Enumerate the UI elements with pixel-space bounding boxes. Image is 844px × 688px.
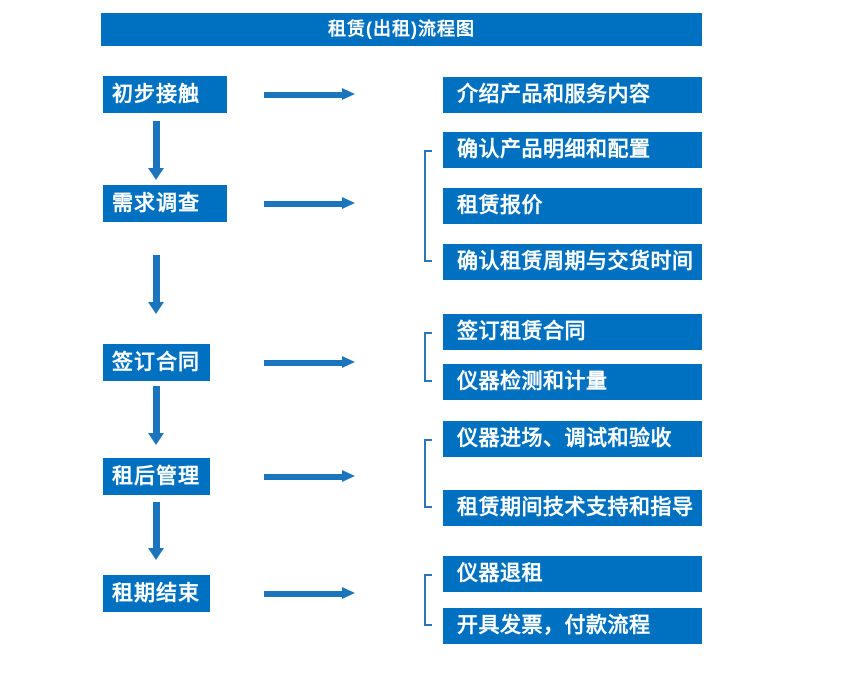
arrow-shaft	[264, 473, 342, 480]
detail-box: 介绍产品和服务内容	[443, 77, 702, 113]
stage-box-demand-survey: 需求调查	[103, 185, 227, 222]
right-arrow-icon	[264, 587, 355, 600]
arrow-head	[148, 168, 164, 180]
detail-box: 确认租赁周期与交货时间	[443, 244, 702, 280]
right-arrow-icon	[264, 356, 355, 369]
arrow-shaft	[264, 590, 342, 597]
arrow-shaft	[264, 200, 342, 207]
arrow-shaft	[152, 502, 160, 548]
detail-box: 租赁期间技术支持和指导	[443, 490, 702, 526]
group-bracket	[424, 150, 432, 262]
arrow-shaft	[264, 359, 342, 366]
stage-box-initial-contact: 初步接触	[103, 76, 227, 113]
diagram-title: 租赁(出租)流程图	[101, 13, 702, 46]
detail-box: 仪器退租	[443, 556, 702, 592]
arrow-head	[148, 302, 164, 314]
right-arrow-icon	[264, 197, 355, 210]
detail-box: 开具发票，付款流程	[443, 608, 702, 644]
arrow-head	[342, 470, 355, 482]
stage-box-rental-end: 租期结束	[103, 575, 210, 612]
group-bracket	[424, 332, 432, 382]
arrow-shaft	[152, 121, 160, 168]
right-arrow-icon	[264, 470, 355, 483]
arrow-shaft	[264, 91, 342, 98]
down-arrow-icon	[148, 255, 164, 314]
detail-box: 仪器进场、调试和验收	[443, 421, 702, 457]
detail-box: 签订租赁合同	[443, 314, 702, 350]
arrow-head	[342, 587, 355, 599]
arrow-head	[148, 433, 164, 445]
detail-box: 租赁报价	[443, 188, 702, 224]
down-arrow-icon	[148, 386, 164, 445]
arrow-shaft	[152, 255, 160, 302]
arrow-shaft	[152, 386, 160, 433]
detail-box: 确认产品明细和配置	[443, 132, 702, 168]
detail-box: 仪器检测和计量	[443, 364, 702, 400]
right-arrow-icon	[264, 88, 355, 101]
arrow-head	[148, 548, 164, 560]
stage-box-post-rental: 租后管理	[103, 458, 210, 495]
down-arrow-icon	[148, 121, 164, 180]
down-arrow-icon	[148, 502, 164, 560]
group-bracket	[424, 439, 432, 508]
arrow-head	[342, 88, 355, 100]
arrow-head	[342, 197, 355, 209]
group-bracket	[424, 574, 432, 626]
stage-box-sign-contract: 签订合同	[103, 344, 210, 381]
arrow-head	[342, 356, 355, 368]
